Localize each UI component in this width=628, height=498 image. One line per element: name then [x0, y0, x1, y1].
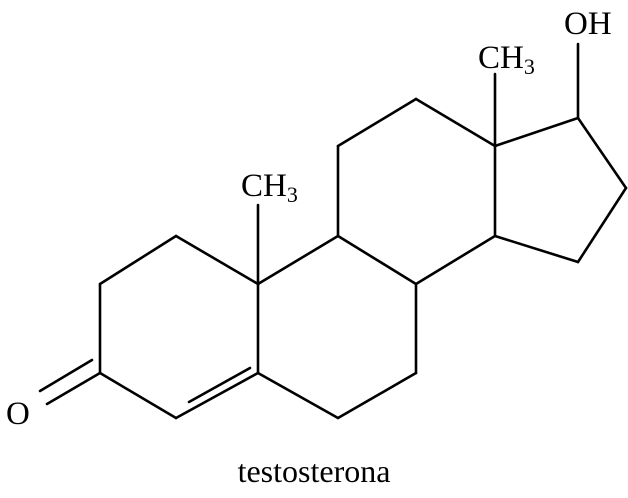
label-ketone-o: O — [6, 396, 30, 432]
ring-a — [98, 234, 260, 420]
bond-c17-c16 — [576, 116, 628, 190]
bond-c3-c4 — [98, 371, 178, 420]
bond-c11-c12 — [336, 97, 418, 148]
label-oh: OH — [564, 6, 612, 42]
ring-c — [336, 97, 497, 286]
bond-c9-c10 — [256, 234, 340, 286]
compound-name-caption: testosterona — [237, 453, 391, 489]
ring-b — [256, 234, 418, 420]
bond-c5-c6 — [256, 371, 340, 420]
bond-c15-c14 — [493, 234, 580, 264]
bond-c8-c9 — [336, 234, 418, 286]
label-ch3-c13: CH3 — [478, 40, 535, 79]
bond-c1-c2 — [98, 234, 178, 286]
bond-c13-c17 — [493, 116, 580, 148]
bond-c10-c1 — [174, 234, 260, 286]
bond-c12-c13 — [414, 97, 497, 148]
label-ch3-c10-main: CH — [241, 168, 287, 204]
bond-c3-o-2 — [38, 358, 94, 393]
ketone-group — [38, 358, 102, 406]
bond-c14-c8 — [414, 234, 497, 286]
ring-d — [493, 116, 628, 264]
label-ch3-c13-sub: 3 — [524, 54, 535, 79]
label-ch3-c10: CH3 — [241, 168, 298, 207]
bond-c4-c5-double — [187, 366, 252, 404]
bond-c6-c7 — [336, 371, 418, 420]
label-ch3-c13-main: CH — [478, 40, 524, 76]
bond-c3-o-1 — [45, 371, 102, 406]
bond-c4-c5 — [174, 371, 260, 420]
label-ch3-c10-sub: 3 — [287, 182, 298, 207]
bond-c16-c15 — [576, 186, 628, 264]
